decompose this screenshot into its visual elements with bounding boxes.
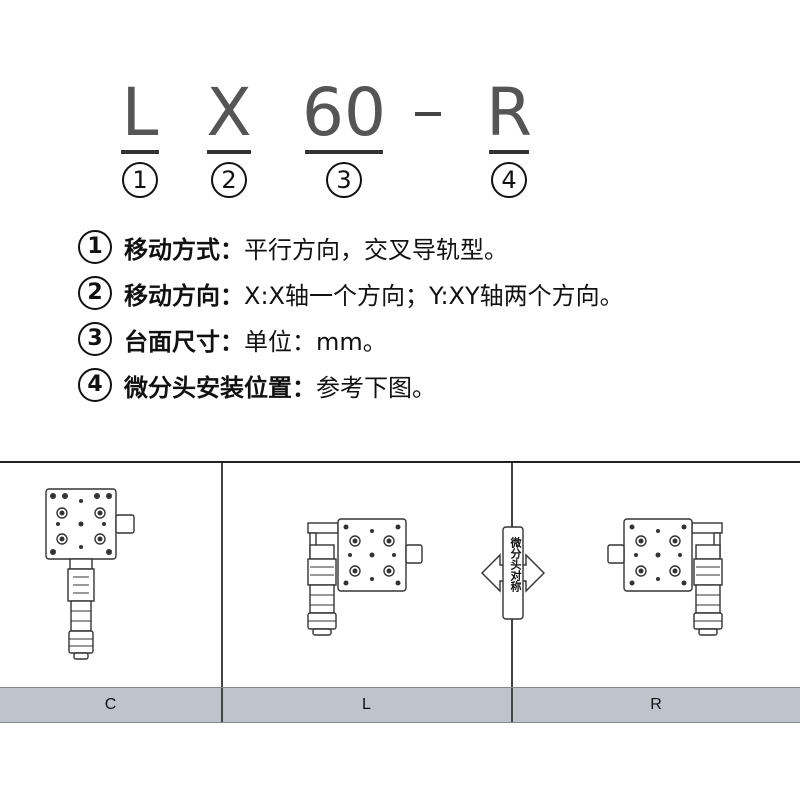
description-row-2: 2 移动方向： X:X轴一个方向；Y:XY轴两个方向。: [78, 270, 778, 316]
code-letter-2: X: [206, 74, 252, 151]
description-number: 4: [78, 368, 112, 402]
description-value: 单位：mm。: [244, 327, 387, 356]
code-separator-dash: [415, 112, 441, 116]
panel-divider: [221, 463, 223, 722]
code-part-4: R 4: [486, 80, 532, 198]
code-underline-1: [121, 150, 159, 154]
description-row-1: 1 移动方式： 平行方向，交叉导轨型。: [78, 224, 778, 270]
variant-label-c: C: [104, 696, 117, 713]
description-value: 参考下图。: [316, 373, 436, 402]
code-part-2: X 2: [204, 80, 254, 198]
code-number-3: 3: [326, 162, 362, 198]
code-letter-1: L: [121, 74, 159, 151]
description-label: 微分头安装位置：: [124, 373, 316, 402]
code-number-4: 4: [491, 162, 527, 198]
stage-drawing-r: [607, 518, 723, 636]
label-divider: [221, 688, 223, 722]
description-number: 2: [78, 276, 112, 310]
code-underline-2: [207, 150, 251, 154]
mounting-diagram-panel: 微分头对称: [0, 461, 800, 723]
variant-label-bar: C L R: [0, 687, 800, 723]
symmetry-badge: 微分头对称: [480, 523, 546, 623]
variant-label-r: R: [650, 696, 662, 713]
description-label: 移动方式：: [124, 235, 244, 264]
code-number-1: 1: [122, 162, 158, 198]
description-list: 1 移动方式： 平行方向，交叉导轨型。 2 移动方向： X:X轴一个方向；Y:X…: [78, 224, 778, 408]
double-arrow-icon: [481, 526, 545, 620]
description-label: 台面尺寸：: [124, 327, 244, 356]
code-part-3: 60 3: [302, 80, 386, 198]
code-underline-3: [305, 150, 383, 154]
symmetry-label: 微分头对称: [509, 537, 522, 592]
description-number: 1: [78, 230, 112, 264]
label-divider: [511, 688, 513, 722]
description-row-4: 4 微分头安装位置： 参考下图。: [78, 362, 778, 408]
description-row-3: 3 台面尺寸： 单位：mm。: [78, 316, 778, 362]
description-number: 3: [78, 322, 112, 356]
code-part-1: L 1: [118, 80, 162, 198]
variant-label-l: L: [362, 696, 371, 713]
description-value: 平行方向，交叉导轨型。: [244, 235, 508, 264]
stage-drawing-l: [307, 518, 423, 636]
stage-drawing-c: [45, 488, 135, 660]
code-underline-4: [489, 150, 529, 154]
code-number-2: 2: [211, 162, 247, 198]
description-value: X:X轴一个方向；Y:XY轴两个方向。: [244, 281, 624, 310]
code-letter-3: 60: [302, 74, 386, 151]
description-label: 移动方向：: [124, 281, 244, 310]
code-letter-4: R: [486, 74, 532, 151]
